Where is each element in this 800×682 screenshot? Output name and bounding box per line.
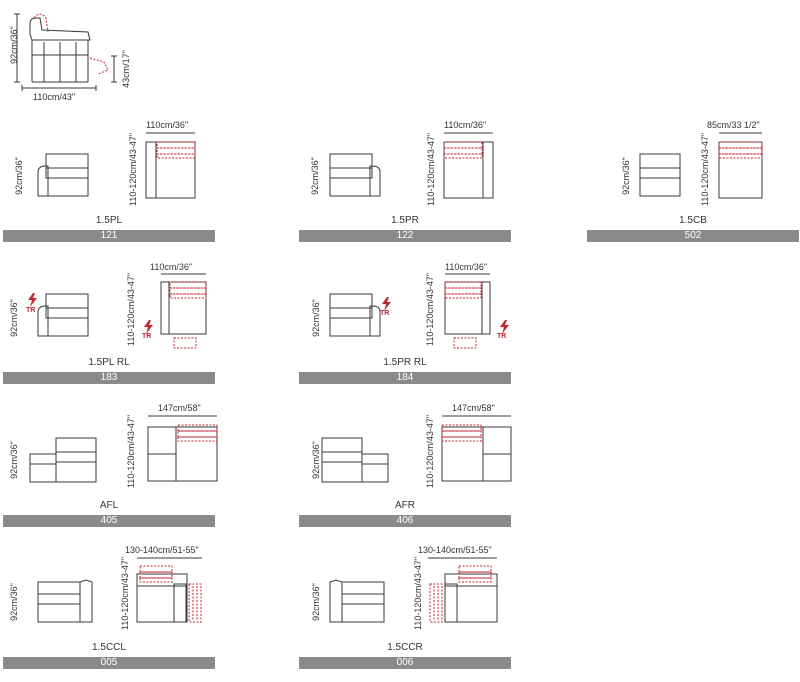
depth-dimension: 110-120cm/43-47" xyxy=(126,414,136,488)
width-dimension: 110cm/43" xyxy=(33,92,76,102)
module-code-bar: 005 xyxy=(3,657,215,669)
top-view-drawing xyxy=(145,132,196,199)
top-view-drawing xyxy=(147,415,218,482)
depth-dimension: 110-120cm/43-47" xyxy=(425,272,435,346)
module-code-bar: 502 xyxy=(587,230,799,242)
top-view-drawing xyxy=(441,415,512,482)
front-view-drawing xyxy=(37,153,89,197)
depth-dimension: 110-120cm/43-47" xyxy=(413,556,423,630)
height-dimension: 92cm/36" xyxy=(9,583,19,621)
height-dimension: 92cm/36" xyxy=(9,441,19,479)
lightning-icon xyxy=(144,320,153,334)
front-view-drawing xyxy=(29,437,97,483)
module-name: 1.5CB xyxy=(679,215,707,226)
top-view-drawing xyxy=(718,132,763,199)
front-view-drawing xyxy=(37,579,93,623)
module-code-bar: 006 xyxy=(299,657,511,669)
lightning-icon xyxy=(382,297,391,311)
width-dimension: 110cm/36" xyxy=(146,120,189,130)
width-dimension: 147cm/58" xyxy=(158,403,201,413)
tr-label: TR xyxy=(26,307,36,314)
top-view-drawing xyxy=(443,132,494,199)
front-view-drawing xyxy=(321,437,389,483)
width-dimension: 85cm/33 1/2" xyxy=(707,120,760,130)
seat-height-dimension: 43cm/17" xyxy=(121,50,131,88)
module-code-bar: 405 xyxy=(3,515,215,527)
module-name: AFL xyxy=(99,500,119,511)
front-view-drawing xyxy=(329,579,385,623)
module-name: AFR xyxy=(395,500,415,511)
top-view-drawing xyxy=(160,273,207,349)
width-dimension: 110cm/36" xyxy=(150,262,193,272)
width-dimension: 147cm/58" xyxy=(452,403,495,413)
side-view-drawing xyxy=(14,13,117,91)
width-dimension: 130-140cm/51-55" xyxy=(418,545,492,555)
front-view-drawing xyxy=(37,293,89,337)
width-dimension: 110cm/36" xyxy=(445,262,488,272)
height-dimension: 92cm/36" xyxy=(311,299,321,337)
module-code-bar: 183 xyxy=(3,372,215,384)
depth-dimension: 110-120cm/43-47" xyxy=(700,132,710,206)
module-name: 1.5PR RL xyxy=(383,357,427,368)
module-code-bar: 406 xyxy=(299,515,511,527)
height-dimension: 92cm/36" xyxy=(9,299,19,337)
module-name: 1.5CCL xyxy=(92,642,126,653)
height-dimension: 92cm/36" xyxy=(311,583,321,621)
top-view-drawing xyxy=(136,557,202,623)
front-view-drawing xyxy=(329,293,381,337)
height-dimension: 92cm/36" xyxy=(310,157,320,195)
lightning-icon xyxy=(28,293,37,307)
width-dimension: 130-140cm/51-55" xyxy=(125,545,199,555)
module-code-bar: 121 xyxy=(3,230,215,242)
tr-label: TR xyxy=(380,310,390,317)
module-name: 1.5CCR xyxy=(387,642,423,653)
depth-dimension: 110-120cm/43-47" xyxy=(126,272,136,346)
module-code-bar: 184 xyxy=(299,372,511,384)
tr-label: TR xyxy=(497,333,507,340)
tr-label: TR xyxy=(142,333,152,340)
top-view-drawing xyxy=(444,273,491,349)
front-view-drawing xyxy=(639,153,681,197)
top-view-drawing xyxy=(428,557,498,623)
width-dimension: 110cm/36" xyxy=(444,120,487,130)
module-name: 1.5PL RL xyxy=(88,357,130,368)
front-view-drawing xyxy=(329,153,381,197)
depth-dimension: 110-120cm/43-47" xyxy=(425,414,435,488)
module-name: 1.5PR xyxy=(391,215,419,226)
height-dimension: 92cm/36" xyxy=(14,157,24,195)
height-dimension: 92cm/36" xyxy=(621,157,631,195)
depth-dimension: 110-120cm/43-47" xyxy=(120,556,130,630)
depth-dimension: 110-120cm/43-47" xyxy=(128,132,138,206)
lightning-icon xyxy=(500,320,509,334)
module-code-bar: 122 xyxy=(299,230,511,242)
depth-dimension: 110-120cm/43-47" xyxy=(426,132,436,206)
module-name: 1.5PL xyxy=(95,215,123,226)
